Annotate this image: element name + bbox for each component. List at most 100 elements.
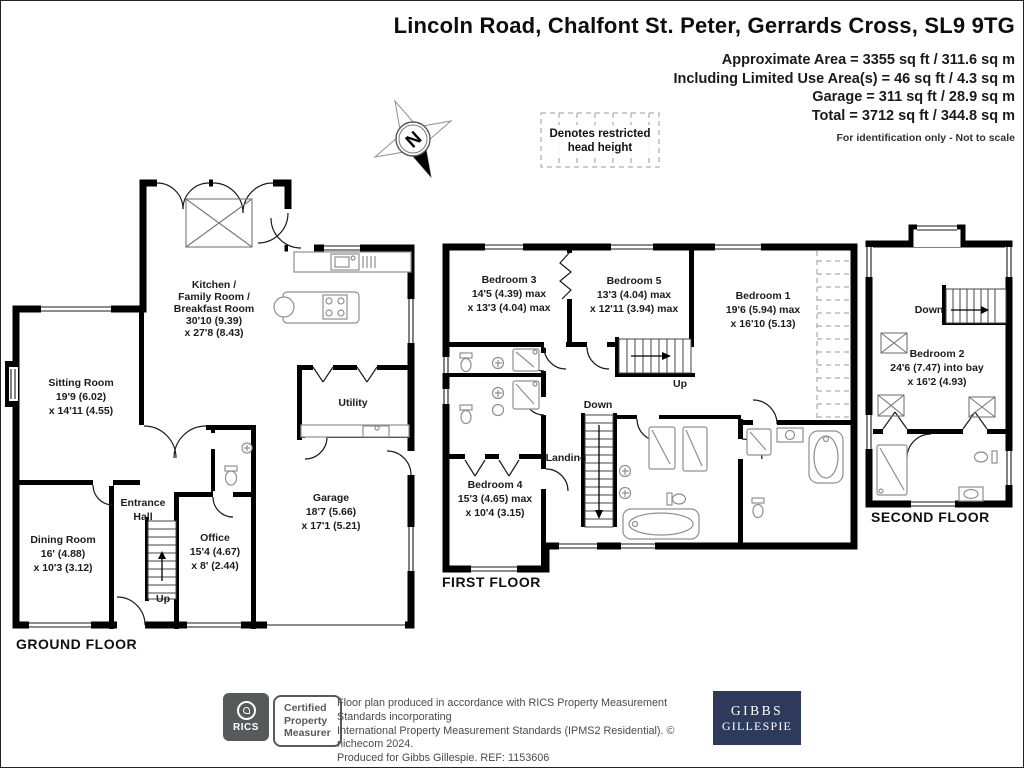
stairs-second-down xyxy=(945,288,1007,324)
sitting-room-label: Sitting Room 19'9 (6.02) x 14'11 (4.55) xyxy=(48,377,113,417)
scale-note: For identification only - Not to scale xyxy=(836,132,1015,144)
cert-line: Measurer xyxy=(284,727,331,739)
cert-line: Certified xyxy=(284,702,327,714)
disclaimer-text: Floor plan produced in accordance with R… xyxy=(337,697,709,766)
legend-restricted-head-height: Denotes restricted head height xyxy=(540,112,660,168)
stairs-up-label: Up xyxy=(156,593,170,605)
stairs-ground xyxy=(147,520,177,600)
stairs-first-down xyxy=(584,414,614,528)
svg-text:24'6 (7.47) into bay: 24'6 (7.47) into bay xyxy=(890,362,984,374)
svg-text:Office: Office xyxy=(200,532,230,544)
svg-text:Breakfast Room: Breakfast Room xyxy=(174,303,255,315)
bedroom2-label: Bedroom 2 24'6 (7.47) into bay x 16'2 (4… xyxy=(890,348,984,388)
utility-sink xyxy=(300,424,410,438)
ground-floor-label: GROUND FLOOR xyxy=(16,636,137,652)
svg-text:Bedroom 2: Bedroom 2 xyxy=(910,348,965,360)
svg-text:Hall: Hall xyxy=(133,511,152,523)
rics-label: RICS xyxy=(233,722,259,733)
svg-text:x 8' (2.44): x 8' (2.44) xyxy=(191,560,238,572)
ensuite-fixtures xyxy=(746,427,844,519)
svg-text:14'5 (4.39) max: 14'5 (4.39) max xyxy=(472,288,546,300)
disclaimer-line: Produced for Gibbs Gillespie. REF: 11536… xyxy=(337,752,550,765)
area-line: Approximate Area = 3355 sq ft / 311.6 sq… xyxy=(721,52,1015,68)
svg-text:16' (4.88): 16' (4.88) xyxy=(41,548,86,560)
svg-text:x 12'11 (3.94) max: x 12'11 (3.94) max xyxy=(590,303,678,315)
disclaimer-line: International Property Measurement Stand… xyxy=(337,724,675,751)
svg-text:x 13'3 (4.04) max: x 13'3 (4.04) max xyxy=(467,302,550,314)
second-windows xyxy=(865,224,1013,508)
svg-text:Sitting Room: Sitting Room xyxy=(48,377,113,389)
svg-text:15'3 (4.65) max: 15'3 (4.65) max xyxy=(458,493,532,505)
first-bathroom-fixtures xyxy=(459,348,708,540)
svg-text:Kitchen /: Kitchen / xyxy=(192,279,236,291)
bedroom1-label: Bedroom 1 19'6 (5.94) max x 16'10 (5.13) xyxy=(726,290,800,330)
bedroom4-label: Bedroom 4 15'3 (4.65) max x 10'4 (3.15) xyxy=(458,479,532,519)
svg-text:x 10'3 (3.12): x 10'3 (3.12) xyxy=(33,562,92,574)
svg-text:13'3 (4.04) max: 13'3 (4.04) max xyxy=(597,289,671,301)
svg-text:Entrance: Entrance xyxy=(121,497,166,509)
svg-text:Family Room /: Family Room / xyxy=(178,291,250,303)
certified-property-measurer-badge: Certified Property Measurer xyxy=(273,695,342,747)
dining-room-label: Dining Room 16' (4.88) x 10'3 (3.12) xyxy=(30,534,95,574)
svg-text:x 16'2 (4.93): x 16'2 (4.93) xyxy=(907,376,966,388)
page-title: Lincoln Road, Chalfont St. Peter, Gerrar… xyxy=(393,13,1015,38)
first-door-openings xyxy=(465,252,777,489)
svg-text:Bedroom 5: Bedroom 5 xyxy=(607,275,662,287)
svg-text:Dining Room: Dining Room xyxy=(30,534,95,546)
svg-text:15'4 (4.67): 15'4 (4.67) xyxy=(190,546,240,558)
rics-lens-icon xyxy=(236,701,256,720)
office-label: Office 15'4 (4.67) x 8' (2.44) xyxy=(190,532,240,572)
svg-text:x 27'8 (8.43): x 27'8 (8.43) xyxy=(184,327,243,339)
disclaimer-line: Floor plan produced in accordance with R… xyxy=(337,697,668,723)
skylight-icon xyxy=(185,198,253,248)
svg-text:Bedroom 1: Bedroom 1 xyxy=(736,290,791,302)
svg-text:19'9 (6.02): 19'9 (6.02) xyxy=(56,391,106,403)
svg-text:30'10 (9.39): 30'10 (9.39) xyxy=(186,315,242,327)
first-floor-label: FIRST FLOOR xyxy=(442,574,541,590)
brand-line: GILLESPIE xyxy=(721,719,793,733)
kitchen-label: Kitchen / Family Room / Breakfast Room 3… xyxy=(174,279,255,339)
kitchen-island xyxy=(273,291,360,324)
ground-floor: Up Kitchen / Family Room / Breakfast Roo… xyxy=(5,178,415,652)
second-bathroom-fixtures xyxy=(876,444,998,502)
svg-text:x 10'4 (3.15): x 10'4 (3.15) xyxy=(465,507,524,519)
svg-text:19'6 (5.94) max: 19'6 (5.94) max xyxy=(726,304,800,316)
wc-toilet-icon xyxy=(224,442,253,486)
svg-text:x 16'10 (5.13): x 16'10 (5.13) xyxy=(731,318,796,330)
legend-line2: head height xyxy=(568,142,633,154)
stairs-first-up xyxy=(618,338,692,374)
kitchen-counter xyxy=(293,251,412,273)
compass-icon: N xyxy=(373,99,453,179)
svg-text:Bedroom 3: Bedroom 3 xyxy=(482,274,537,286)
svg-text:x 17'1 (5.21): x 17'1 (5.21) xyxy=(301,520,360,532)
first-floor: Down Up Bedroom 3 14'5 (4.39) max x 13'3… xyxy=(442,243,858,590)
second-floor-label: SECOND FLOOR xyxy=(871,509,990,525)
svg-text:Garage: Garage xyxy=(313,492,349,504)
svg-text:x 14'11 (4.55): x 14'11 (4.55) xyxy=(49,405,113,417)
entrance-hall-label: Entrance Hall xyxy=(121,497,166,523)
utility-label: Utility xyxy=(338,397,367,409)
brand-line: GIBBS xyxy=(730,703,784,718)
stairs-up-label: Up xyxy=(673,378,687,390)
area-line: Garage = 311 sq ft / 28.9 sq m xyxy=(812,89,1015,105)
stairs-down-label: Down xyxy=(584,399,613,411)
ground-windows xyxy=(29,244,415,629)
skylight-icon xyxy=(877,332,996,418)
svg-text:Bedroom 4: Bedroom 4 xyxy=(468,479,523,491)
area-summary: Approximate Area = 3355 sq ft / 311.6 sq… xyxy=(673,51,1015,148)
second-floor: Down Bedroom 2 24'6 (7.47) into bay x 16… xyxy=(865,224,1013,525)
svg-text:18'7 (5.66): 18'7 (5.66) xyxy=(306,506,356,518)
restricted-area-hatch xyxy=(816,251,852,421)
bedroom3-label: Bedroom 3 14'5 (4.39) max x 13'3 (4.04) … xyxy=(467,274,550,314)
area-line: Including Limited Use Area(s) = 46 sq ft… xyxy=(673,70,1015,87)
cert-line: Property xyxy=(284,714,328,727)
area-line: Total = 3712 sq ft / 344.8 sq m xyxy=(811,107,1015,124)
first-windows xyxy=(442,243,761,573)
rics-logo: RICS xyxy=(223,693,269,741)
garage-label: Garage 18'7 (5.66) x 17'1 (5.21) xyxy=(301,492,360,532)
ground-door-arcs xyxy=(92,182,412,626)
legend-line1: Denotes restricted xyxy=(550,128,651,140)
landing-label: Landing xyxy=(546,452,587,464)
